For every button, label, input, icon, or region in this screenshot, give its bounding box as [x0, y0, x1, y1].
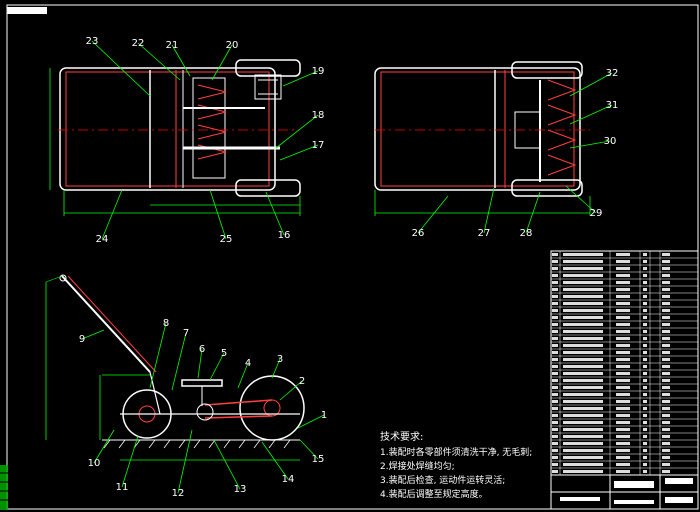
- callout-6: 6: [199, 344, 205, 355]
- callout-17: 17: [312, 140, 325, 151]
- tech-req-title: 技术要求:: [380, 430, 423, 443]
- leader-line-10: [93, 429, 115, 464]
- leader-line-16: [265, 191, 285, 236]
- leader-line-14: [261, 441, 289, 480]
- leader-line-30: [569, 140, 611, 149]
- callout-11: 11: [116, 482, 129, 493]
- callout-30: 30: [604, 136, 617, 147]
- callout-23: 23: [86, 36, 99, 47]
- leader-lines: [81, 40, 613, 494]
- leader-line-13: [213, 439, 241, 490]
- leader-line-17: [279, 144, 319, 161]
- tech-req-item-2: 2.焊接处焊缝均匀;: [380, 460, 455, 472]
- callout-28: 28: [520, 228, 533, 239]
- leader-line-31: [569, 104, 613, 125]
- tech-req-item-3: 3.装配后检查, 运动件运转灵活;: [380, 474, 505, 486]
- callout-21: 21: [166, 40, 179, 51]
- callout-5: 5: [221, 348, 227, 359]
- callout-27: 27: [478, 228, 491, 239]
- leader-line-21: [171, 44, 191, 77]
- leader-line-27: [483, 187, 495, 234]
- callout-2: 2: [299, 376, 305, 387]
- plan-view-right: [374, 61, 591, 216]
- callout-15: 15: [312, 454, 325, 465]
- callout-26: 26: [412, 228, 425, 239]
- callout-9: 9: [79, 334, 85, 345]
- callout-18: 18: [312, 110, 325, 121]
- callout-10: 10: [88, 458, 101, 469]
- title-block: [550, 474, 699, 510]
- leader-line-9: [81, 329, 105, 340]
- callout-14: 14: [282, 474, 295, 485]
- callout-7: 7: [183, 328, 189, 339]
- leader-line-8: [149, 322, 167, 389]
- callout-32: 32: [606, 68, 619, 79]
- leader-line-15: [299, 439, 319, 460]
- callout-8: 8: [163, 318, 169, 329]
- callout-24: 24: [96, 234, 109, 245]
- parts-list-table: [550, 250, 699, 476]
- leader-line-20: [211, 44, 233, 81]
- callout-1: 1: [321, 410, 327, 421]
- leader-line-11: [121, 435, 139, 488]
- leader-line-12: [177, 429, 193, 494]
- plan-view-left: [49, 59, 301, 216]
- leader-line-28: [525, 191, 541, 234]
- callout-31: 31: [606, 100, 619, 111]
- leader-line-4: [237, 362, 249, 389]
- callout-16: 16: [278, 230, 291, 241]
- leader-line-3: [271, 358, 281, 379]
- leader-line-5: [209, 352, 225, 381]
- tech-req-item-1: 1.装配时各零部件须清洗干净, 无毛刺;: [380, 446, 532, 458]
- leader-line-2: [279, 380, 303, 401]
- leader-line-19: [282, 70, 319, 87]
- leader-line-23: [91, 40, 151, 97]
- margin-marks: [0, 465, 8, 510]
- leader-line-25: [209, 189, 227, 240]
- leader-line-7: [171, 332, 187, 391]
- technical-requirements: 技术要求: 1.装配时各零部件须清洗干净, 无毛刺; 2.焊接处焊缝均匀; 3.…: [380, 430, 532, 500]
- callout-12: 12: [172, 488, 185, 499]
- callout-19: 19: [312, 66, 325, 77]
- leader-line-1: [297, 414, 325, 429]
- leader-line-22: [137, 42, 181, 81]
- leader-line-24: [101, 189, 123, 240]
- leader-line-18: [275, 114, 319, 149]
- sheet-border: [6, 4, 699, 510]
- callout-22: 22: [132, 38, 145, 49]
- side-elevation: [45, 274, 305, 461]
- top-left-tag: [7, 7, 47, 14]
- callout-13: 13: [234, 484, 247, 495]
- leader-line-29: [565, 185, 597, 214]
- callout-25: 25: [220, 234, 233, 245]
- callout-29: 29: [590, 208, 603, 219]
- leader-line-32: [569, 72, 613, 97]
- leader-line-26: [417, 195, 449, 234]
- callout-3: 3: [277, 354, 283, 365]
- tech-req-item-4: 4.装配后调整至规定高度。: [380, 488, 488, 500]
- callout-4: 4: [245, 358, 251, 369]
- leader-line-6: [197, 348, 203, 379]
- callout-20: 20: [226, 40, 239, 51]
